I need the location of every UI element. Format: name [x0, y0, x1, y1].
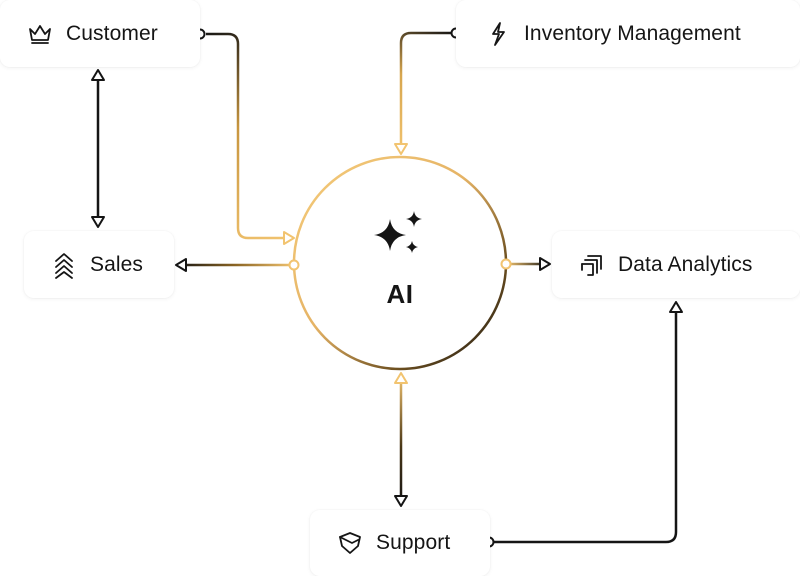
hub-port-left [288, 259, 300, 271]
customer-sales-connector [91, 69, 105, 228]
hub-port-right [500, 258, 512, 270]
sparkles-icon [374, 210, 422, 253]
data-analytics-label: Data Analytics [618, 252, 753, 276]
ai-support-connector [394, 372, 408, 507]
ai-sales-connector [175, 258, 300, 272]
lightning-bolt-icon [484, 20, 512, 48]
support-label: Support [376, 531, 451, 554]
inventory-ai-connector [394, 27, 462, 155]
customer-label: Customer [66, 21, 158, 45]
inventory-management-label: Inventory Management [524, 21, 741, 45]
analytics-cards-icon [578, 251, 606, 279]
ai-hub[interactable]: AI [294, 157, 506, 369]
crown-icon [26, 20, 54, 48]
ai-hub-label: AI [386, 278, 414, 309]
sales-node[interactable]: Sales [24, 231, 174, 298]
inventory-management-node[interactable]: Inventory Management [456, 0, 800, 67]
support-analytics-connector [483, 301, 683, 548]
data-analytics-node[interactable]: Data Analytics [552, 231, 800, 298]
support-node[interactable]: Support [310, 510, 490, 576]
chevrons-up-icon [50, 251, 78, 279]
customer-ai-connector [194, 28, 295, 245]
sales-label: Sales [90, 252, 144, 276]
shield-icon [336, 529, 364, 557]
customer-node[interactable]: Customer [0, 0, 200, 67]
